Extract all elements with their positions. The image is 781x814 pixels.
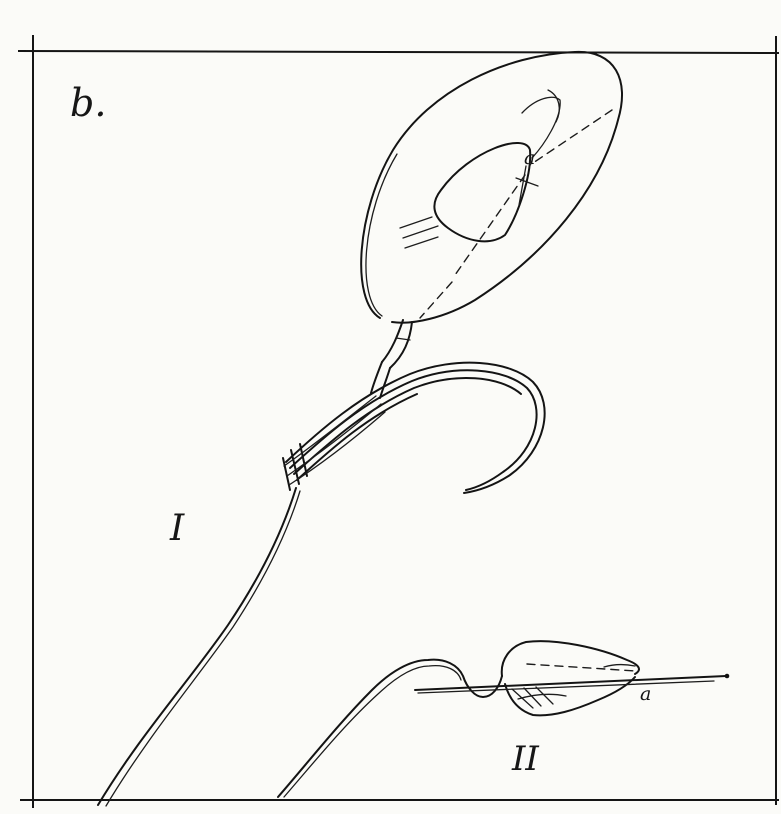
hook-one bbox=[283, 363, 545, 493]
oval-dashed-axis bbox=[400, 110, 612, 318]
oval-stem bbox=[371, 320, 412, 398]
diagram-frame bbox=[18, 35, 779, 808]
inner-organ-shape bbox=[434, 90, 560, 241]
oval-body bbox=[361, 52, 622, 323]
point-label-a-bottom: a bbox=[640, 683, 651, 705]
hook-label-two: II bbox=[511, 739, 539, 779]
hook-label-one: I bbox=[169, 508, 185, 549]
panel-label: b. bbox=[70, 81, 106, 125]
point-label-a-top: a bbox=[524, 147, 535, 169]
hook-two-assembly bbox=[278, 641, 729, 797]
leader-line-one bbox=[98, 488, 300, 806]
